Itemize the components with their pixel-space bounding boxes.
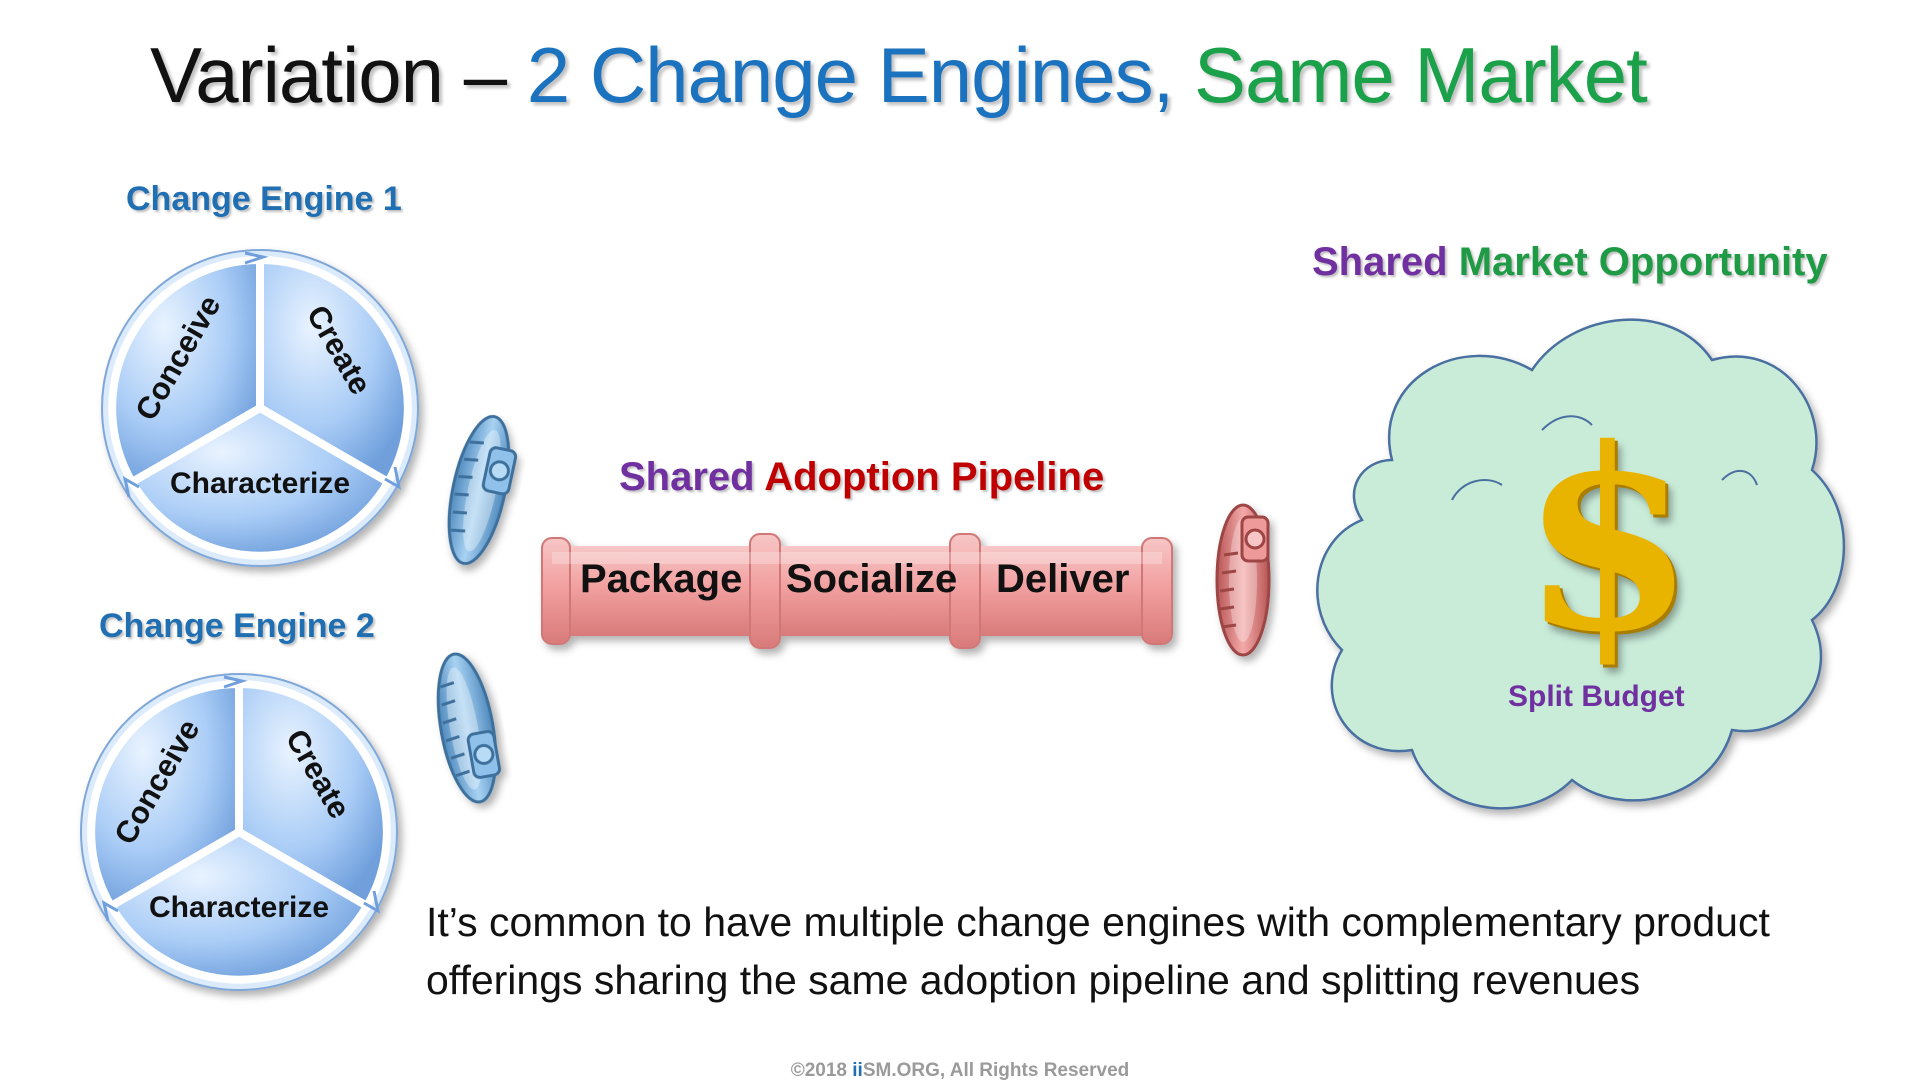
cycle-arrow-icon — [101, 900, 119, 922]
description-text: It’s common to have multiple change engi… — [426, 899, 1770, 1003]
cycle-arrow-icon — [244, 251, 269, 265]
clamp-red-icon — [1215, 503, 1271, 657]
copyright-footer: ©2018 iiSM.ORG, All Rights Reserved — [0, 1060, 1920, 1082]
market-heading-shared: Shared — [1312, 240, 1459, 284]
dollar-sign-icon: $ — [1521, 393, 1695, 687]
engine-2-label: Change Engine 2 — [99, 607, 375, 645]
market-heading: Shared Market Opportunity — [1312, 240, 1828, 285]
engine-2-characterize: Characterize — [149, 891, 329, 924]
split-budget-label: Split Budget — [1508, 680, 1685, 713]
cycle-arrow-icon — [384, 466, 402, 490]
slide-title: Variation – 2 Change Engines, Same Marke… — [150, 30, 1648, 121]
engine-2-wheel: Conceive Create Characterize — [80, 673, 398, 991]
pipeline-heading-main: Adoption Pipeline — [764, 455, 1105, 499]
title-market: Same Market — [1193, 31, 1648, 119]
engine-1-characterize: Characterize — [170, 467, 350, 500]
copyright-brand-ii: ii — [852, 1060, 863, 1081]
copyright-prefix: ©2018 — [790, 1060, 853, 1081]
cycle-arrow-icon — [223, 675, 248, 689]
cycle-arrow-icon — [363, 890, 381, 914]
market-cloud — [1316, 318, 1846, 810]
pipeline-heading: Shared Adoption Pipeline — [619, 455, 1104, 500]
pipeline-stage-deliver: Deliver — [996, 557, 1130, 601]
pipeline-stage-package: Package — [580, 557, 743, 601]
pipeline-heading-shared: Shared — [619, 455, 765, 499]
pipeline-stage-socialize: Socialize — [786, 557, 958, 601]
engine-1-label: Change Engine 1 — [126, 180, 402, 218]
title-engines: 2 Change Engines, — [526, 31, 1194, 119]
clamp-blue-top-icon — [447, 414, 518, 566]
cycle-arrow-icon — [122, 476, 140, 498]
adoption-pipeline-pipe — [541, 533, 1173, 649]
copyright-brand-rest: SM.ORG, All Rights Reserved — [862, 1060, 1130, 1081]
engine-1-wheel: Conceive Create Characterize — [101, 249, 419, 567]
market-heading-main: Market Opportunity — [1458, 240, 1828, 284]
clamp-blue-bottom-icon — [436, 652, 502, 804]
title-prefix: Variation – — [150, 31, 527, 119]
